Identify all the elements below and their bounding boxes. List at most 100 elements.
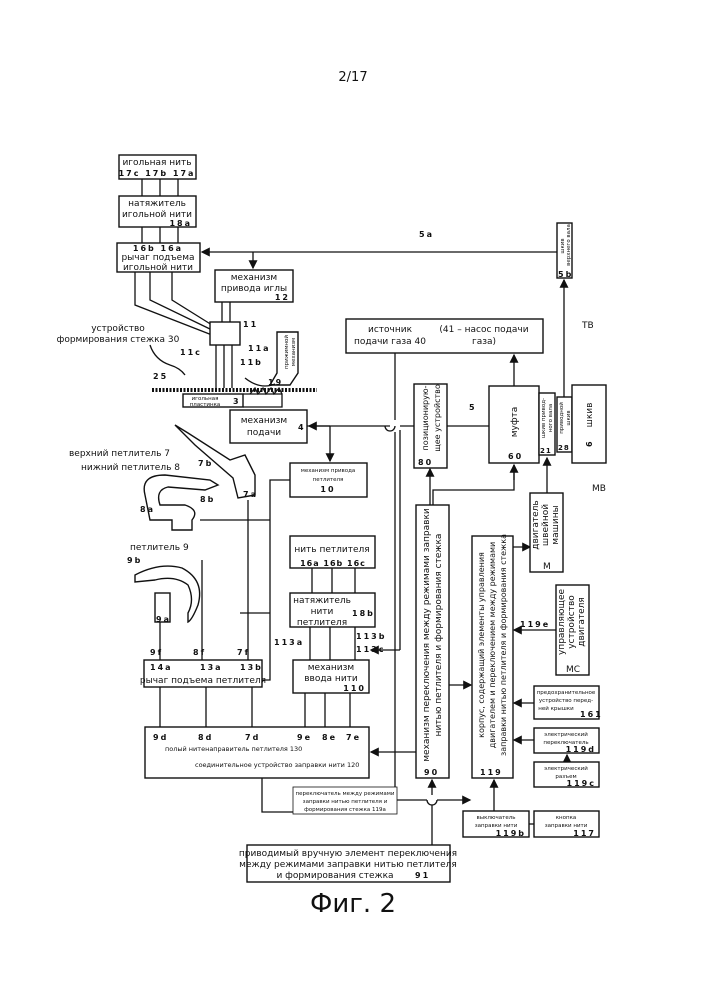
mb-label: MB — [592, 484, 606, 494]
needle-thread-box: игольная нить 17c 17b 17a — [119, 155, 196, 179]
svg-text:M: M — [543, 562, 551, 572]
svg-text:16b 16a: 16b 16a — [133, 244, 183, 253]
svg-text:60: 60 — [508, 452, 523, 461]
looper-lever-box: 14a 13a 13b рычаг подъема петлителя — [140, 660, 266, 687]
svg-text:16a 16b 16c: 16a 16b 16c — [300, 559, 366, 568]
svg-text:источник: источник — [368, 325, 413, 335]
svg-text:муфта: муфта — [510, 407, 520, 438]
svg-text:119c: 119c — [567, 779, 596, 788]
gas-source-box: источник подачи газа 40 (41 – насос пода… — [346, 319, 543, 353]
svg-text:113a: 113a — [274, 638, 304, 647]
shaft-label: 5 — [469, 403, 477, 412]
svg-text:18b: 18b — [352, 609, 375, 618]
svg-text:21: 21 — [540, 447, 552, 455]
svg-text:заправки нитью петлителя и: заправки нитью петлителя и — [303, 799, 388, 805]
svg-text:пластинка: пластинка — [190, 402, 221, 408]
svg-text:119d: 119d — [566, 745, 596, 754]
svg-text:7d: 7d — [245, 733, 260, 742]
svg-text:8a: 8a — [140, 505, 155, 514]
svg-text:11: 11 — [243, 320, 258, 329]
svg-text:натяжитель: натяжитель — [293, 596, 351, 606]
svg-text:механизм: механизм — [291, 338, 297, 366]
svg-text:электрический: электрический — [544, 731, 588, 738]
svg-text:9d: 9d — [153, 733, 168, 742]
svg-text:нитью петлителя и формирования: нитью петлителя и формирования стежка — [434, 534, 444, 737]
pulley-box: шкив 6 — [572, 385, 606, 463]
clutch-box: муфта 60 — [489, 386, 539, 463]
svg-text:MC: MC — [566, 665, 580, 675]
thread-guide-box: 9d 8d 7d 9e 8e 7e полый нитенаправитель … — [145, 727, 369, 778]
svg-text:петлитель 9: петлитель 9 — [130, 543, 189, 553]
svg-text:формирования стежка 30: формирования стежка 30 — [57, 335, 180, 345]
svg-text:9e: 9e — [297, 733, 312, 742]
looper-drive-box: механизм привода петлителя 10 — [290, 463, 367, 497]
svg-text:приводимый вручную элемент пер: приводимый вручную элемент переключения — [239, 849, 457, 859]
svg-text:двигателем и переключением меж: двигателем и переключением между режимам… — [488, 542, 497, 748]
svg-text:механизм: механизм — [231, 273, 277, 283]
svg-text:8d: 8d — [198, 733, 213, 742]
control-body-box: корпус, содержащий элементы управления д… — [472, 534, 513, 778]
svg-text:переключатель между режимами: переключатель между режимами — [296, 791, 395, 797]
drive-pulley-box: приводной шкив 28 — [557, 397, 572, 452]
figure-caption: Фиг. 2 — [310, 889, 396, 919]
svg-text:4: 4 — [298, 423, 306, 432]
svg-text:8f: 8f — [193, 648, 206, 657]
svg-text:подачи: подачи — [247, 428, 281, 438]
svg-text:механизм: механизм — [241, 416, 287, 426]
needle-bar: 11 11a 11b 11c — [180, 320, 271, 367]
svg-text:7b: 7b — [198, 459, 213, 468]
svg-text:25: 25 — [153, 372, 168, 381]
stitch-device-label: устройство формирования стежка 30 25 — [57, 324, 185, 381]
svg-text:механизм привода: механизм привода — [301, 468, 356, 474]
svg-text:заправки нитью петлителя и фор: заправки нитью петлителя и формирования … — [499, 534, 508, 756]
thread-insertion-box: механизм ввода нити 110 — [293, 660, 369, 693]
svg-text:щее устройство: щее устройство — [433, 384, 442, 452]
svg-text:газа): газа) — [472, 337, 496, 347]
svg-text:игольной нити: игольной нити — [123, 263, 193, 273]
svg-text:9a: 9a — [156, 615, 171, 624]
svg-text:позиционирую-: позиционирую- — [421, 385, 430, 450]
svg-text:нить петлителя: нить петлителя — [294, 545, 369, 555]
svg-text:14a: 14a — [150, 663, 173, 672]
svg-text:113b: 113b — [356, 632, 386, 641]
svg-text:5b: 5b — [558, 270, 573, 279]
svg-text:электрический: электрический — [544, 765, 588, 772]
svg-text:119b: 119b — [496, 829, 526, 838]
threading-button-box: кнопка заправки нити 117 — [534, 811, 599, 838]
svg-text:8b: 8b — [200, 495, 215, 504]
svg-text:прижимной: прижимной — [283, 335, 290, 369]
upper-shaft-pulley-box: шкив верхнего вала 5b — [557, 223, 573, 279]
svg-text:между режимами заправки нитью: между режимами заправки нитью петлителя — [239, 860, 457, 870]
svg-text:117: 117 — [573, 829, 596, 838]
positioning-device-box: позиционирую- щее устройство 80 — [414, 384, 447, 468]
svg-text:приводной: приводной — [558, 402, 565, 434]
svg-text:19: 19 — [268, 378, 283, 387]
svg-text:7e: 7e — [346, 733, 361, 742]
svg-text:устройство перед-: устройство перед- — [539, 697, 593, 704]
needle-tensioner-box: натяжитель игольной нити 18a — [119, 196, 196, 228]
svg-text:110: 110 — [343, 684, 366, 693]
svg-text:выключатель: выключатель — [476, 815, 515, 821]
svg-text:10: 10 — [320, 485, 335, 494]
svg-text:формирования стежка 119a: формирования стежка 119a — [304, 807, 386, 813]
mode-switch-label: переключатель между режимами заправки ни… — [293, 787, 397, 814]
svg-text:подачи газа 40: подачи газа 40 — [354, 337, 426, 347]
svg-text:двигатель: двигатель — [531, 500, 541, 549]
svg-text:и формирования стежка: и формирования стежка — [276, 871, 393, 881]
feed-dog — [243, 394, 282, 407]
svg-text:13b: 13b — [240, 663, 263, 672]
tb-label: TB — [581, 321, 594, 331]
svg-text:17c 17b 17a: 17c 17b 17a — [119, 169, 196, 178]
svg-text:петлителя: петлителя — [313, 477, 344, 483]
svg-text:161: 161 — [580, 710, 603, 719]
svg-text:28: 28 — [558, 444, 570, 452]
svg-text:9b: 9b — [127, 556, 142, 565]
svg-text:нижний петлитель 8: нижний петлитель 8 — [81, 463, 180, 473]
svg-text:рычаг подъема: рычаг подъема — [121, 253, 194, 263]
svg-text:рычаг подъема петлителя: рычаг подъема петлителя — [140, 676, 266, 686]
electric-connector-box: электрический разъем 119c — [534, 762, 599, 788]
svg-text:кнопка: кнопка — [556, 815, 577, 821]
page-number: 2/17 — [338, 70, 367, 85]
switch-mechanism-box: механизм переключения между режимами зап… — [416, 505, 449, 778]
